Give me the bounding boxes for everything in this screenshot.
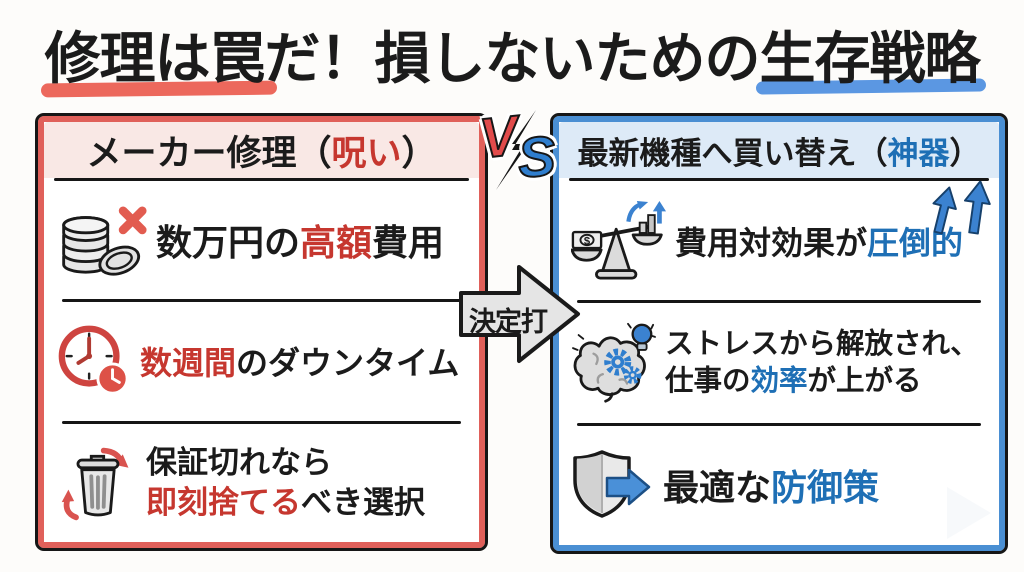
header-divider (569, 178, 989, 181)
row-high-cost-post: 費用 (372, 222, 445, 264)
row-best-defense: 最適な防御策 (559, 426, 999, 545)
panel-buy-new-model: 最新機種へ買い替え（神器） $ (550, 113, 1008, 554)
row-stress-free: ストレスから解放され、 仕事の効率が上がる (559, 303, 999, 422)
row-high-cost-pre: 数万円の (156, 222, 301, 264)
panel-maker-repair: メーカー修理（呪い） (35, 113, 488, 551)
svg-text:$: $ (584, 235, 591, 247)
row-cost-effect-pre: 費用対効果が (675, 224, 868, 261)
brain-gears-lightbulb-icon (571, 322, 657, 404)
left-header-post: ） (401, 133, 437, 173)
panel-maker-repair-inner: メーカー修理（呪い） (44, 122, 479, 542)
row-discard-text: 保証切れなら 即刻捨てるべき選択 (146, 443, 425, 524)
alarm-clock-icon (56, 323, 132, 399)
title-part-blue-underlined: 生存戦略 (760, 14, 981, 95)
row-stress-free-line2: 仕事の効率が上がる (665, 363, 979, 400)
balance-scale-money-growth-icon: $ (571, 201, 667, 280)
row-high-cost-text: 数万円の高額費用 (156, 214, 444, 266)
lightning-bolt-icon (496, 110, 536, 190)
left-rows: 数万円の高額費用 (44, 181, 479, 542)
right-header-pre: 最新機種へ買い替え（ (577, 135, 888, 171)
right-header-accent: 神器 (887, 135, 950, 171)
row-discard-post: べき選択 (301, 484, 425, 520)
left-header-pre: メーカー修理（ (86, 133, 332, 173)
double-up-arrows-icon (927, 180, 999, 242)
row-discard-line2: 即刻捨てるべき選択 (146, 483, 425, 523)
row-divider (62, 299, 461, 303)
shield-forward-arrow-icon (571, 450, 655, 520)
panel-buy-new-model-inner: 最新機種へ買い替え（神器） $ (559, 122, 999, 545)
row-high-cost: 数万円の高額費用 (44, 181, 479, 299)
row-downtime-accent: 数週間 (140, 345, 237, 382)
header-divider (54, 178, 469, 181)
row-divider (62, 420, 461, 424)
title-part-middle: だ！損しないための (264, 27, 761, 90)
row-stress-free-line1: ストレスから解放され、 (665, 327, 979, 360)
panel-maker-repair-header: メーカー修理（呪い） (44, 122, 479, 178)
vs-letter-s: S (515, 123, 559, 190)
right-rows: $ 費用対効果が圧倒的 (559, 180, 999, 545)
title-part-red-underlined: 修理は罠 (45, 14, 266, 95)
panel-buy-new-model-header: 最新機種へ買い替え（神器） (559, 122, 999, 178)
row-stress-free-pre: 仕事の (665, 364, 751, 397)
right-header-post: ） (949, 135, 981, 171)
row-cost-effect: $ 費用対効果が圧倒的 (559, 180, 999, 300)
row-discard: 保証切れなら 即刻捨てるべき選択 (44, 424, 479, 542)
decisive-arrow-label: 決定打 (469, 307, 548, 337)
page-title: 修理は罠だ！損しないための生存戦略 (0, 14, 1024, 95)
trash-can-recycle-arrows-icon (56, 442, 138, 524)
row-divider (577, 422, 981, 426)
coin-stack-with-x-icon (56, 203, 148, 278)
watermark (947, 487, 991, 539)
row-stress-free-post: が上がる (807, 364, 922, 397)
row-high-cost-accent: 高額 (300, 222, 373, 264)
vs-badge: V S (476, 102, 562, 190)
left-header-accent: 呪い (331, 133, 402, 173)
row-cost-effect-accent: 圧倒的 (867, 224, 964, 261)
row-stress-free-accent: 効率 (750, 364, 808, 397)
row-best-defense-text: 最適な防御策 (663, 459, 879, 511)
decisive-arrow-shape (456, 256, 584, 377)
row-downtime-post: のダウンタイム (236, 345, 460, 382)
row-discard-accent: 即刻捨てる (146, 484, 301, 520)
row-best-defense-pre: 最適な (663, 467, 772, 509)
row-divider (577, 300, 981, 304)
row-downtime: 数週間のダウンタイム (44, 302, 479, 420)
row-best-defense-accent: 防御策 (771, 467, 880, 509)
row-cost-effect-text: 費用対効果が圧倒的 (675, 218, 963, 264)
row-discard-line1: 保証切れなら (146, 444, 332, 480)
row-downtime-text: 数週間のダウンタイム (140, 338, 459, 384)
vs-letter-v: V (476, 102, 522, 171)
row-stress-free-text: ストレスから解放され、 仕事の効率が上がる (665, 326, 979, 400)
